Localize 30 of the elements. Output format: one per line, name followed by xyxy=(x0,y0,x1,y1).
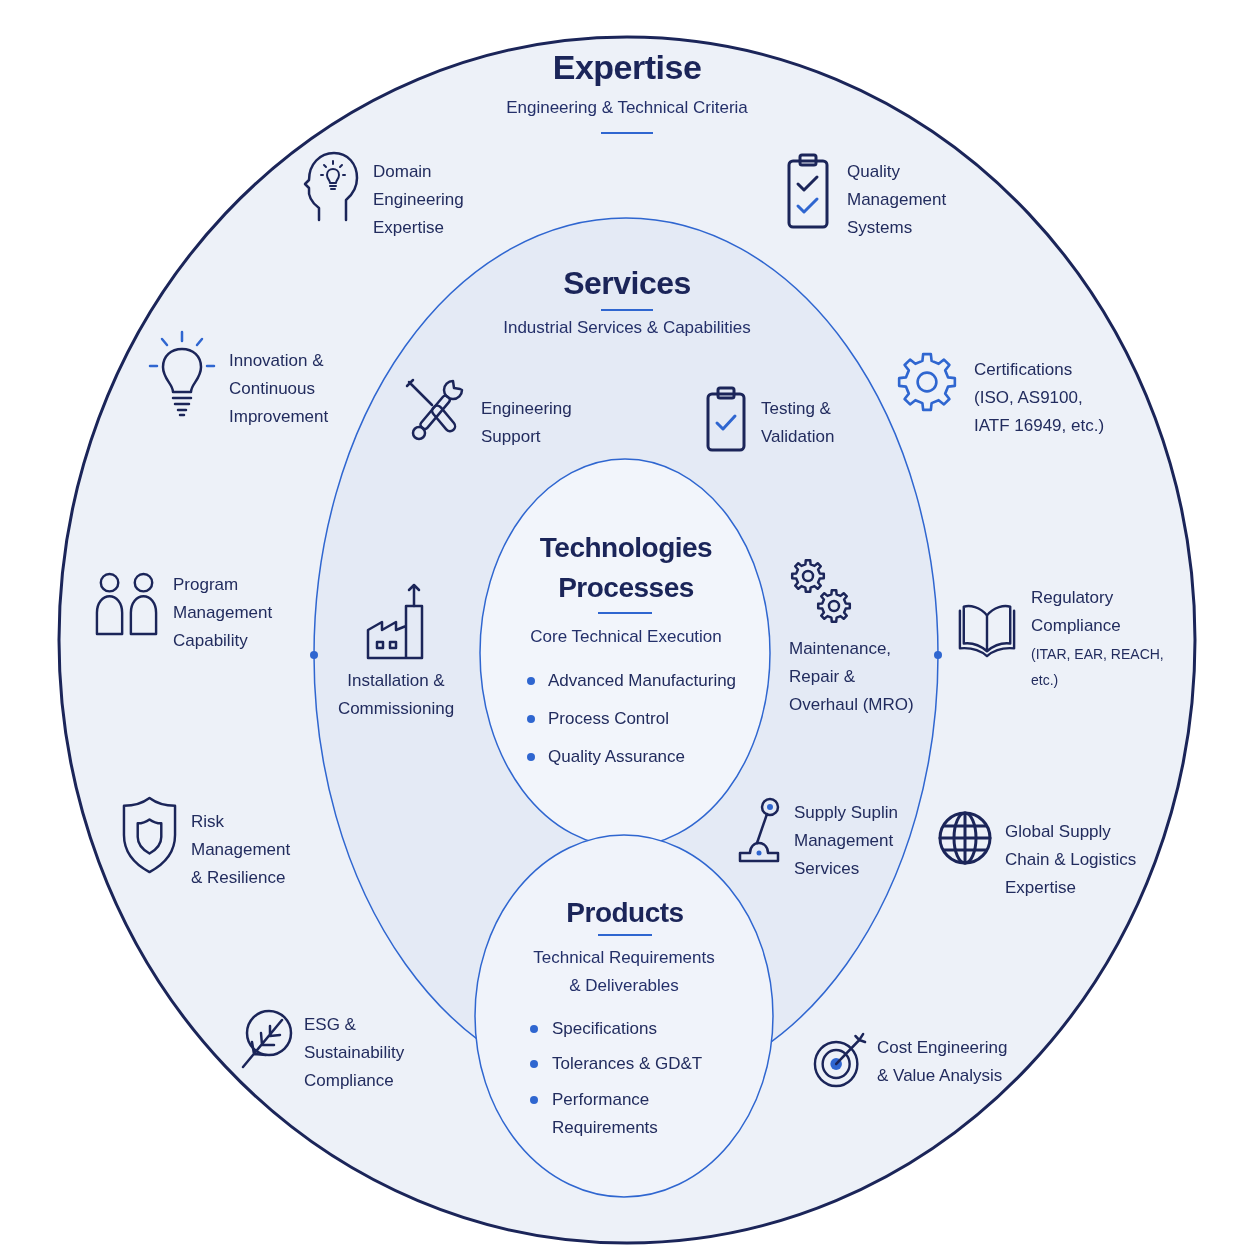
item-label: Cost Engineering & Value Analysis xyxy=(877,1038,1008,1085)
item-label: Innovation & Continuous Improvement xyxy=(229,351,329,426)
bullet-text: Tolerances & GD&T xyxy=(552,1054,703,1073)
bullet-text: Quality Assurance xyxy=(548,747,685,766)
item-label: Maintenance, Repair & Overhaul (MRO) xyxy=(789,639,914,714)
section-title: Products xyxy=(566,897,684,928)
section-subtitle: Engineering & Technical Criteria xyxy=(506,98,748,117)
item-label: ESG & Sustainability Compliance xyxy=(304,1015,405,1090)
bullet-text: Performance Requirements xyxy=(552,1090,658,1137)
item-label: Engineering Support xyxy=(481,399,572,446)
section-subtitle: Industrial Services & Capabilities xyxy=(503,318,751,337)
item-label: Quality Management Systems xyxy=(847,162,947,237)
item-label: Supply Suplin Management Services xyxy=(794,803,898,878)
bullet-text: Advanced Manufacturing xyxy=(548,671,737,690)
item-label: Installation & Commissioning xyxy=(337,671,455,718)
section-subtitle: Technical Requirements & Deliverables xyxy=(533,948,715,995)
section-subtitle: Core Technical Execution xyxy=(530,627,722,646)
bullet-text: Process Control xyxy=(548,709,669,728)
item-label: Testing & Validation xyxy=(761,399,835,446)
bullet-text: Specifications xyxy=(552,1019,657,1038)
section-title: Technologies Processes xyxy=(539,532,713,603)
item-label: Global Supply Chain & Logistics Expertise xyxy=(1005,822,1137,897)
item-label: Program Management Capability xyxy=(173,575,273,650)
item-label: Certifications (ISO, AS9100, IATF 16949, etc.) xyxy=(974,360,1105,435)
item-label: Risk Management & Resilience xyxy=(191,812,291,887)
note-text: (ITAR, EAR, REACH, etc.) xyxy=(1031,646,1164,688)
item-label: Domain Engineering Expertise xyxy=(373,162,464,237)
section-title: Services xyxy=(563,265,691,301)
section-title: Expertise xyxy=(552,48,702,86)
item-label: Regulatory Compliance xyxy=(1031,588,1121,635)
